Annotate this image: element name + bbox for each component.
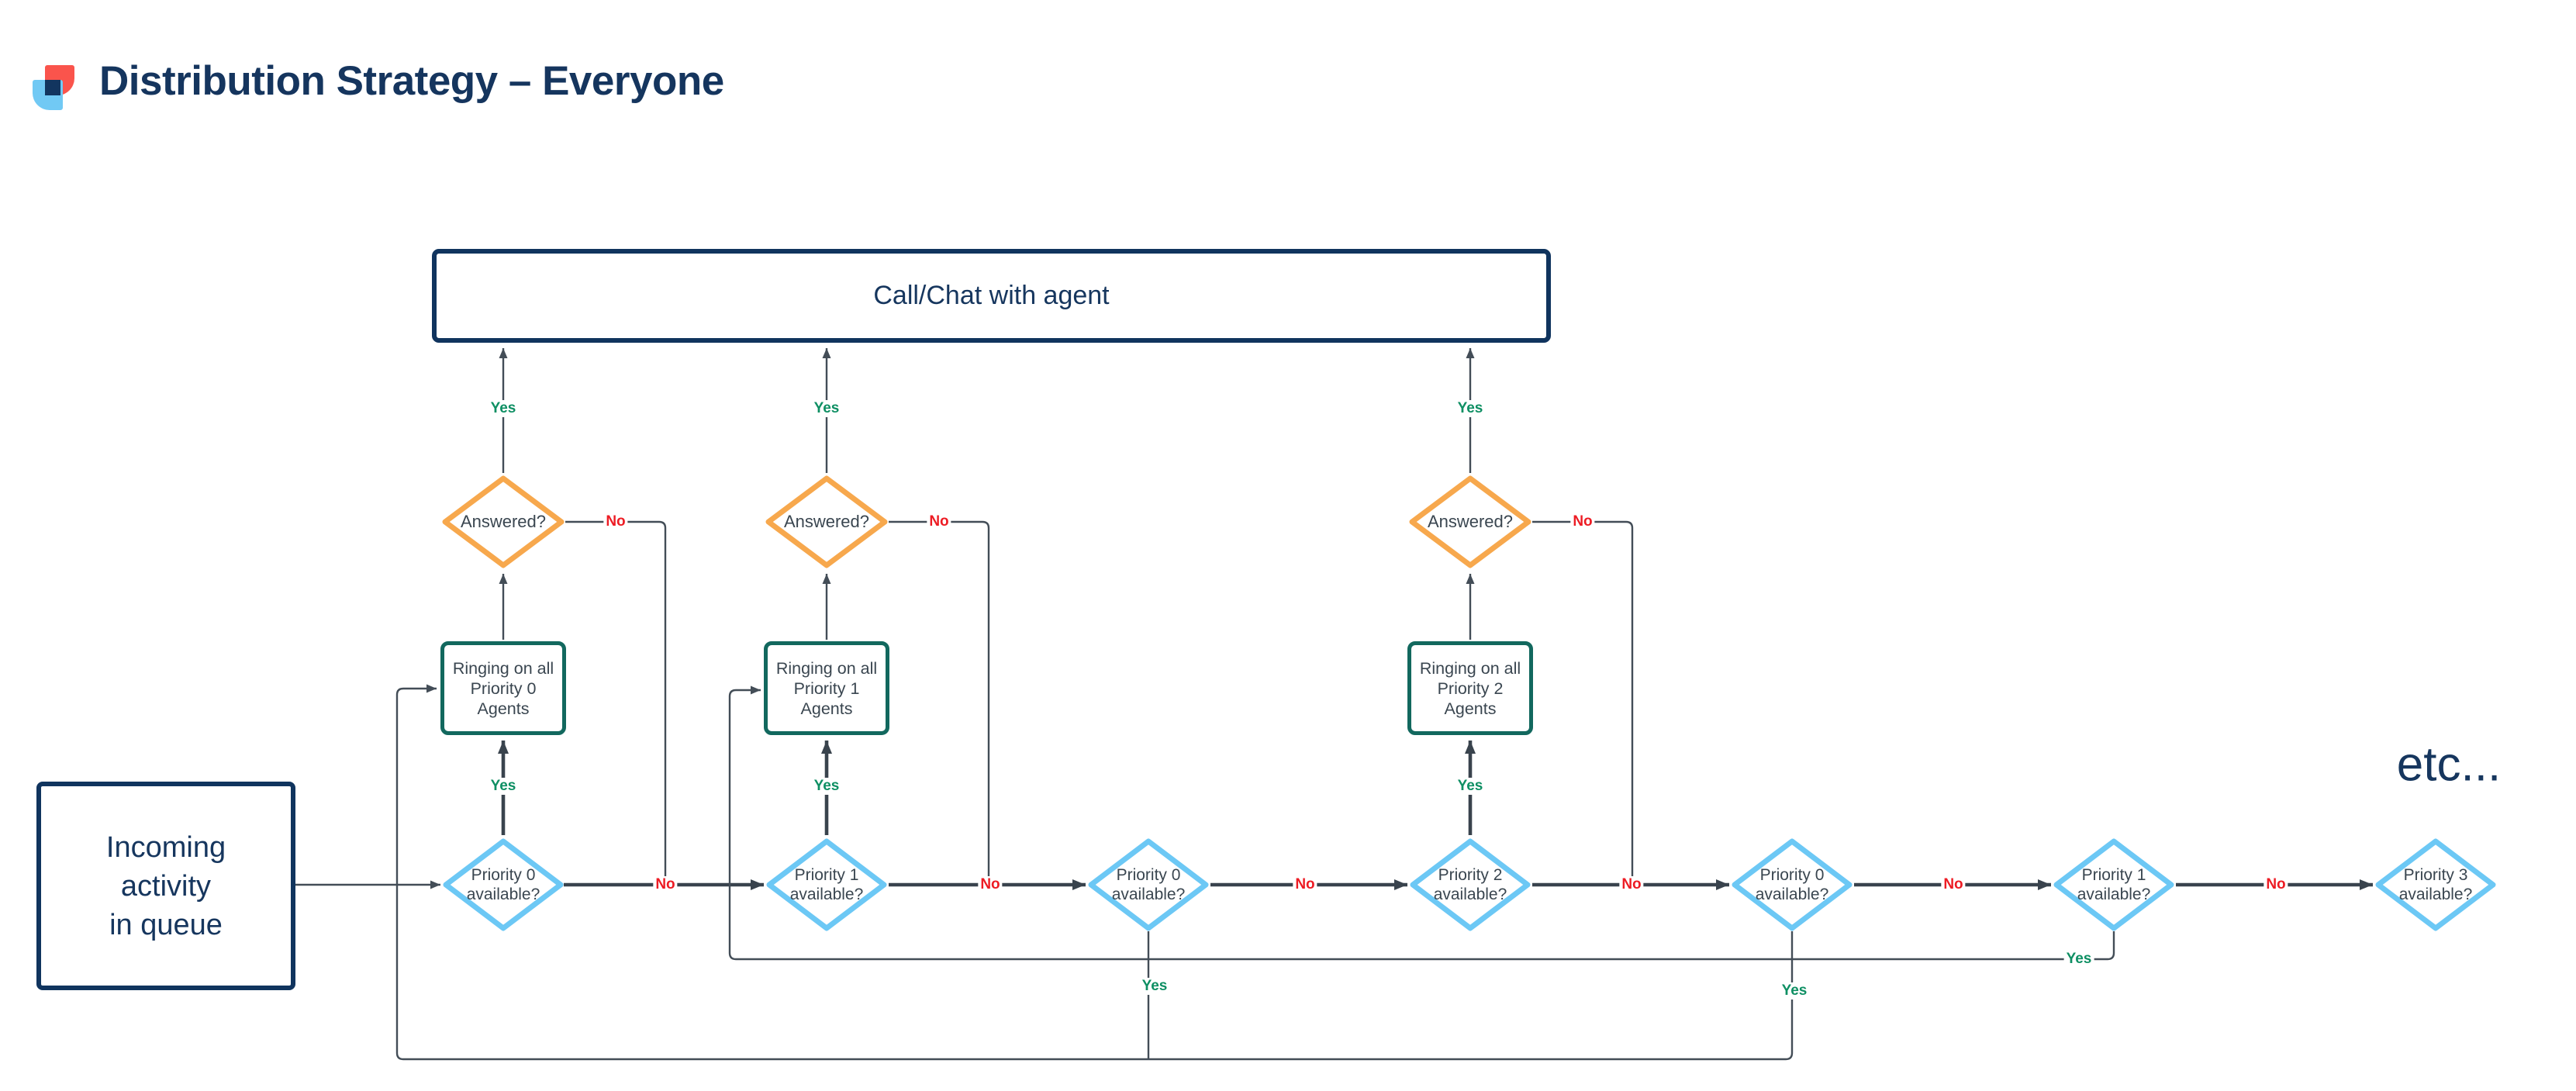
edge-label-no: No	[1570, 513, 1595, 530]
node-answered-2: Answered?	[765, 475, 889, 569]
node-availability-5: Priority 0 available?	[1731, 837, 1853, 932]
answered-2-label: Answered?	[783, 512, 870, 531]
edge-answered1-no-loop	[565, 520, 667, 883]
diamond-shape	[765, 475, 888, 568]
node-incoming-queue: Incoming activity in queue	[36, 782, 295, 990]
brand-logo-icon	[33, 65, 74, 110]
diamond-shape	[442, 475, 565, 568]
edge-label-yes: Yes	[811, 778, 842, 795]
diamond-shape	[2375, 838, 2496, 931]
availability-5-label: Priority 0 available?	[1755, 866, 1829, 903]
edge-label-no: No	[927, 513, 951, 530]
node-availability-1: Priority 0 available?	[442, 837, 565, 932]
page-title: Distribution Strategy – Everyone	[99, 58, 724, 104]
incoming-queue-label: Incoming activity in queue	[105, 830, 226, 941]
edge-label-no: No	[603, 513, 628, 530]
node-call-chat: Call/Chat with agent	[432, 249, 1551, 343]
edge-avail6-yes-to-ring2	[728, 685, 2115, 961]
diamond-shape	[1410, 838, 1531, 931]
diamond-shape	[443, 838, 564, 931]
diamond-shape	[2053, 838, 2174, 931]
edge-label-yes: Yes	[1455, 778, 1486, 795]
availability-4-label: Priority 2 available?	[1433, 866, 1507, 903]
edge-label-yes: Yes	[2063, 951, 2094, 968]
ringing-priority-1-label: Ringing on all Priority 1 Agents	[775, 658, 878, 718]
node-answered-1: Answered?	[441, 475, 565, 569]
node-answered-3: Answered?	[1408, 475, 1532, 569]
node-ringing-priority-0: Ringing on all Priority 0 Agents	[440, 641, 566, 735]
answered-3-label: Answered?	[1427, 512, 1514, 531]
answered-1-label: Answered?	[460, 512, 547, 531]
edge-label-yes: Yes	[1455, 400, 1486, 417]
node-ringing-priority-2: Ringing on all Priority 2 Agents	[1407, 641, 1533, 735]
diamond-shape	[766, 838, 887, 931]
availability-3-label: Priority 0 available?	[1111, 866, 1186, 903]
diamond-shape	[1732, 838, 1853, 931]
logo-navy-shape	[45, 80, 60, 95]
diamond-shape	[1088, 838, 1209, 931]
diamond-shape	[1409, 475, 1531, 568]
call-chat-label: Call/Chat with agent	[873, 281, 1110, 310]
node-ringing-priority-1: Ringing on all Priority 1 Agents	[764, 641, 889, 735]
edge-avail5-yes-to-ring1	[395, 684, 1794, 1061]
availability-1-label: Priority 0 available?	[466, 866, 540, 903]
edge-label-yes: Yes	[488, 400, 519, 417]
ringing-priority-0-label: Ringing on all Priority 0 Agents	[452, 658, 554, 718]
node-availability-7: Priority 3 available?	[2374, 837, 2497, 932]
ringing-priority-2-label: Ringing on all Priority 2 Agents	[1419, 658, 1521, 718]
edge-label-no: No	[1619, 876, 1644, 893]
availability-7-label: Priority 3 available?	[2398, 866, 2473, 903]
edge-label-no: No	[1941, 876, 1966, 893]
etc-annotation: etc...	[2396, 737, 2502, 792]
edge-label-yes: Yes	[1779, 982, 1810, 1000]
node-availability-4: Priority 2 available?	[1409, 837, 1531, 932]
edge-label-yes: Yes	[1139, 978, 1170, 995]
edge-answered3-no-loop	[1532, 520, 1634, 883]
edge-label-no: No	[653, 876, 678, 893]
edge-label-yes: Yes	[811, 400, 842, 417]
edge-label-no: No	[2263, 876, 2288, 893]
node-availability-6: Priority 1 available?	[2053, 837, 2175, 932]
edge-label-no: No	[1293, 876, 1317, 893]
availability-6-label: Priority 1 available?	[2077, 866, 2151, 903]
node-availability-3: Priority 0 available?	[1087, 837, 1210, 932]
edge-label-yes: Yes	[488, 778, 519, 795]
availability-2-label: Priority 1 available?	[789, 866, 864, 903]
node-availability-2: Priority 1 available?	[765, 837, 888, 932]
edge-answered2-no-loop	[889, 520, 990, 883]
edge-label-no: No	[978, 876, 1003, 893]
